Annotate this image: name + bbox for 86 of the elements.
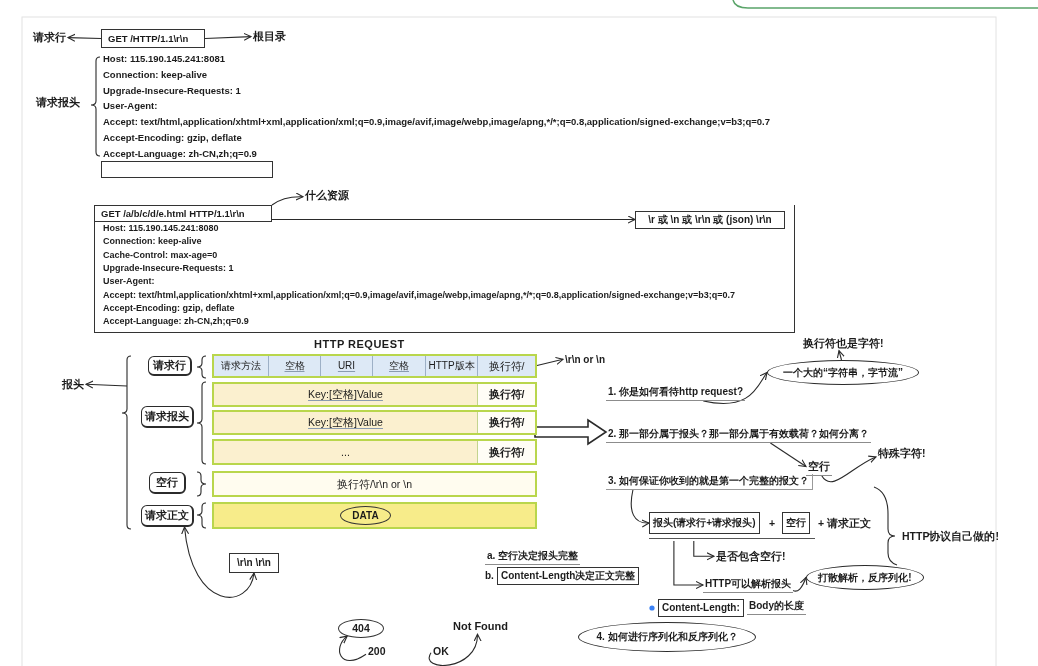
table-cell: ... <box>214 441 477 463</box>
speech-bubble: 打散解析，反序列化! <box>806 565 924 590</box>
header-name-box: Content-Length: <box>658 599 744 617</box>
table-cell: 空格 <box>372 356 425 376</box>
header-box <box>94 205 795 333</box>
table-row: 换行符/\r\n or \n <box>212 471 537 497</box>
table-cell: 换行符/ <box>477 412 535 433</box>
list-marker: b. <box>484 569 495 583</box>
table-cell: 换行符/ <box>477 441 535 463</box>
arrow <box>428 633 481 666</box>
table-cell: 空格 <box>268 356 320 376</box>
header-line: Upgrade-Insecure-Requests: 1 <box>103 262 234 274</box>
note-text: 换行符也是字符! <box>801 336 886 351</box>
note-text: 是否包含空行! <box>714 549 788 564</box>
formula-text: + <box>768 516 777 531</box>
question-text: 2. 那一部分属于报头？那一部分属于有效载荷？如何分离？ <box>606 427 872 443</box>
status-ellipse: 404 <box>338 619 384 638</box>
note-text: 空行 <box>806 459 832 476</box>
table-cell: URI <box>320 356 372 376</box>
table-cell: Key:[空格]Value <box>214 412 477 433</box>
block-arrow <box>534 418 608 446</box>
header-line: Accept-Language: zh-CN,zh;q=0.9 <box>103 316 249 327</box>
table-cell: 换行符/ <box>477 356 535 376</box>
question-bubble: 4. 如何进行序列化和反序列化？ <box>578 622 756 652</box>
table-cell: HTTP版本 <box>425 356 477 376</box>
arrow <box>204 32 252 41</box>
formula-box: 空行 <box>782 512 810 534</box>
arrow <box>836 350 845 361</box>
header-line: Upgrade-Insecure-Requests: 1 <box>102 83 242 97</box>
arrow <box>181 526 257 598</box>
section-label: 请求行 <box>31 30 68 46</box>
section-tag: 请求正文 <box>141 505 194 527</box>
header-line: User-Agent: <box>103 276 155 287</box>
formula-text: + 请求正文 <box>817 516 873 531</box>
note-text: 特殊字符! <box>876 446 928 461</box>
note-text: \r\n or \n <box>563 353 607 367</box>
header-line: Connection: keep-alive <box>102 67 208 82</box>
header-line: Accept: text/html,application/xhtml+xml,application/xml;q=0.9,image/avif,image/webp,image/apng,*/*;q=0.8,application/signed-exchange;v=b3;q=0.7 <box>102 115 772 129</box>
arrow <box>67 33 102 42</box>
header-line: User-Agent: <box>102 99 159 113</box>
note-text: 什么资源 <box>303 188 351 203</box>
header-line: Host: 115.190.145.241:8081 <box>102 52 226 66</box>
header-line: Accept: text/html,application/xhtml+xml,application/xml;q=0.9,image/avif,image/webp,image/apng,*/*;q=0.8,application/signed-exchange;v=b3;q=0.7 <box>103 289 735 301</box>
header-line: Host: 115.190.145.241:8080 <box>103 223 219 234</box>
header-line: Connection: keep-alive <box>103 236 202 248</box>
section-label: 请求报头 <box>35 95 81 110</box>
question-text: 1. 你是如何看待http request? <box>606 385 745 401</box>
status-text: OK <box>431 644 451 659</box>
arrow <box>85 380 128 389</box>
line-ending-box: \r 或 \n 或 \r\n 或 (json) \r\n <box>635 211 785 229</box>
table-cell: 请求方法 <box>214 356 268 376</box>
note-text: a. 空行决定报头完整 <box>485 549 581 565</box>
table-row <box>212 502 537 529</box>
section-tag: 空行 <box>149 472 186 494</box>
header-line: Accept-Encoding: gzip, deflate <box>102 131 243 145</box>
note-text: HTTP协议自己做的! <box>901 529 1000 544</box>
question-text: 3. 如何保证你收到的就是第一个完整的报文？ <box>606 474 814 490</box>
formula-box: 报头(请求行+请求报头) <box>649 512 760 534</box>
arrow <box>769 442 807 468</box>
arrow <box>271 215 636 224</box>
arrow <box>673 540 704 590</box>
arrow <box>339 635 367 662</box>
arrow <box>693 540 715 561</box>
header-line: Cache-Control: max-age=0 <box>103 249 218 261</box>
note-text: Body的长度 <box>747 599 806 615</box>
arrow <box>792 576 808 592</box>
status-text: Not Found <box>451 619 510 635</box>
line-ending-box: \r\n \r\n <box>229 553 279 573</box>
arrow <box>702 371 768 405</box>
section-tag: 请求报头 <box>141 406 194 428</box>
table-cell: 换行符/ <box>477 384 535 405</box>
arrow <box>821 456 877 483</box>
speech-bubble: 一个大的“字符串，字节流” <box>767 360 919 385</box>
arrow <box>630 489 650 527</box>
section-label: 报头 <box>60 377 86 392</box>
section-tag: 请求行 <box>148 356 192 376</box>
note-text: HTTP可以解析报头 <box>703 577 794 593</box>
note-box: Content-Length决定正文完整 <box>497 567 640 585</box>
status-code: 200 <box>366 644 388 659</box>
note-text: 根目录 <box>251 29 288 45</box>
header-line: Accept-Language: zh-CN,zh;q=0.9 <box>102 146 258 161</box>
header-line: Accept-Encoding: gzip, deflate <box>103 302 235 314</box>
table-cell: Key:[空格]Value <box>214 384 477 405</box>
arrow <box>271 192 304 206</box>
table-title: HTTP REQUEST <box>313 337 406 352</box>
underline-bar <box>649 538 815 541</box>
